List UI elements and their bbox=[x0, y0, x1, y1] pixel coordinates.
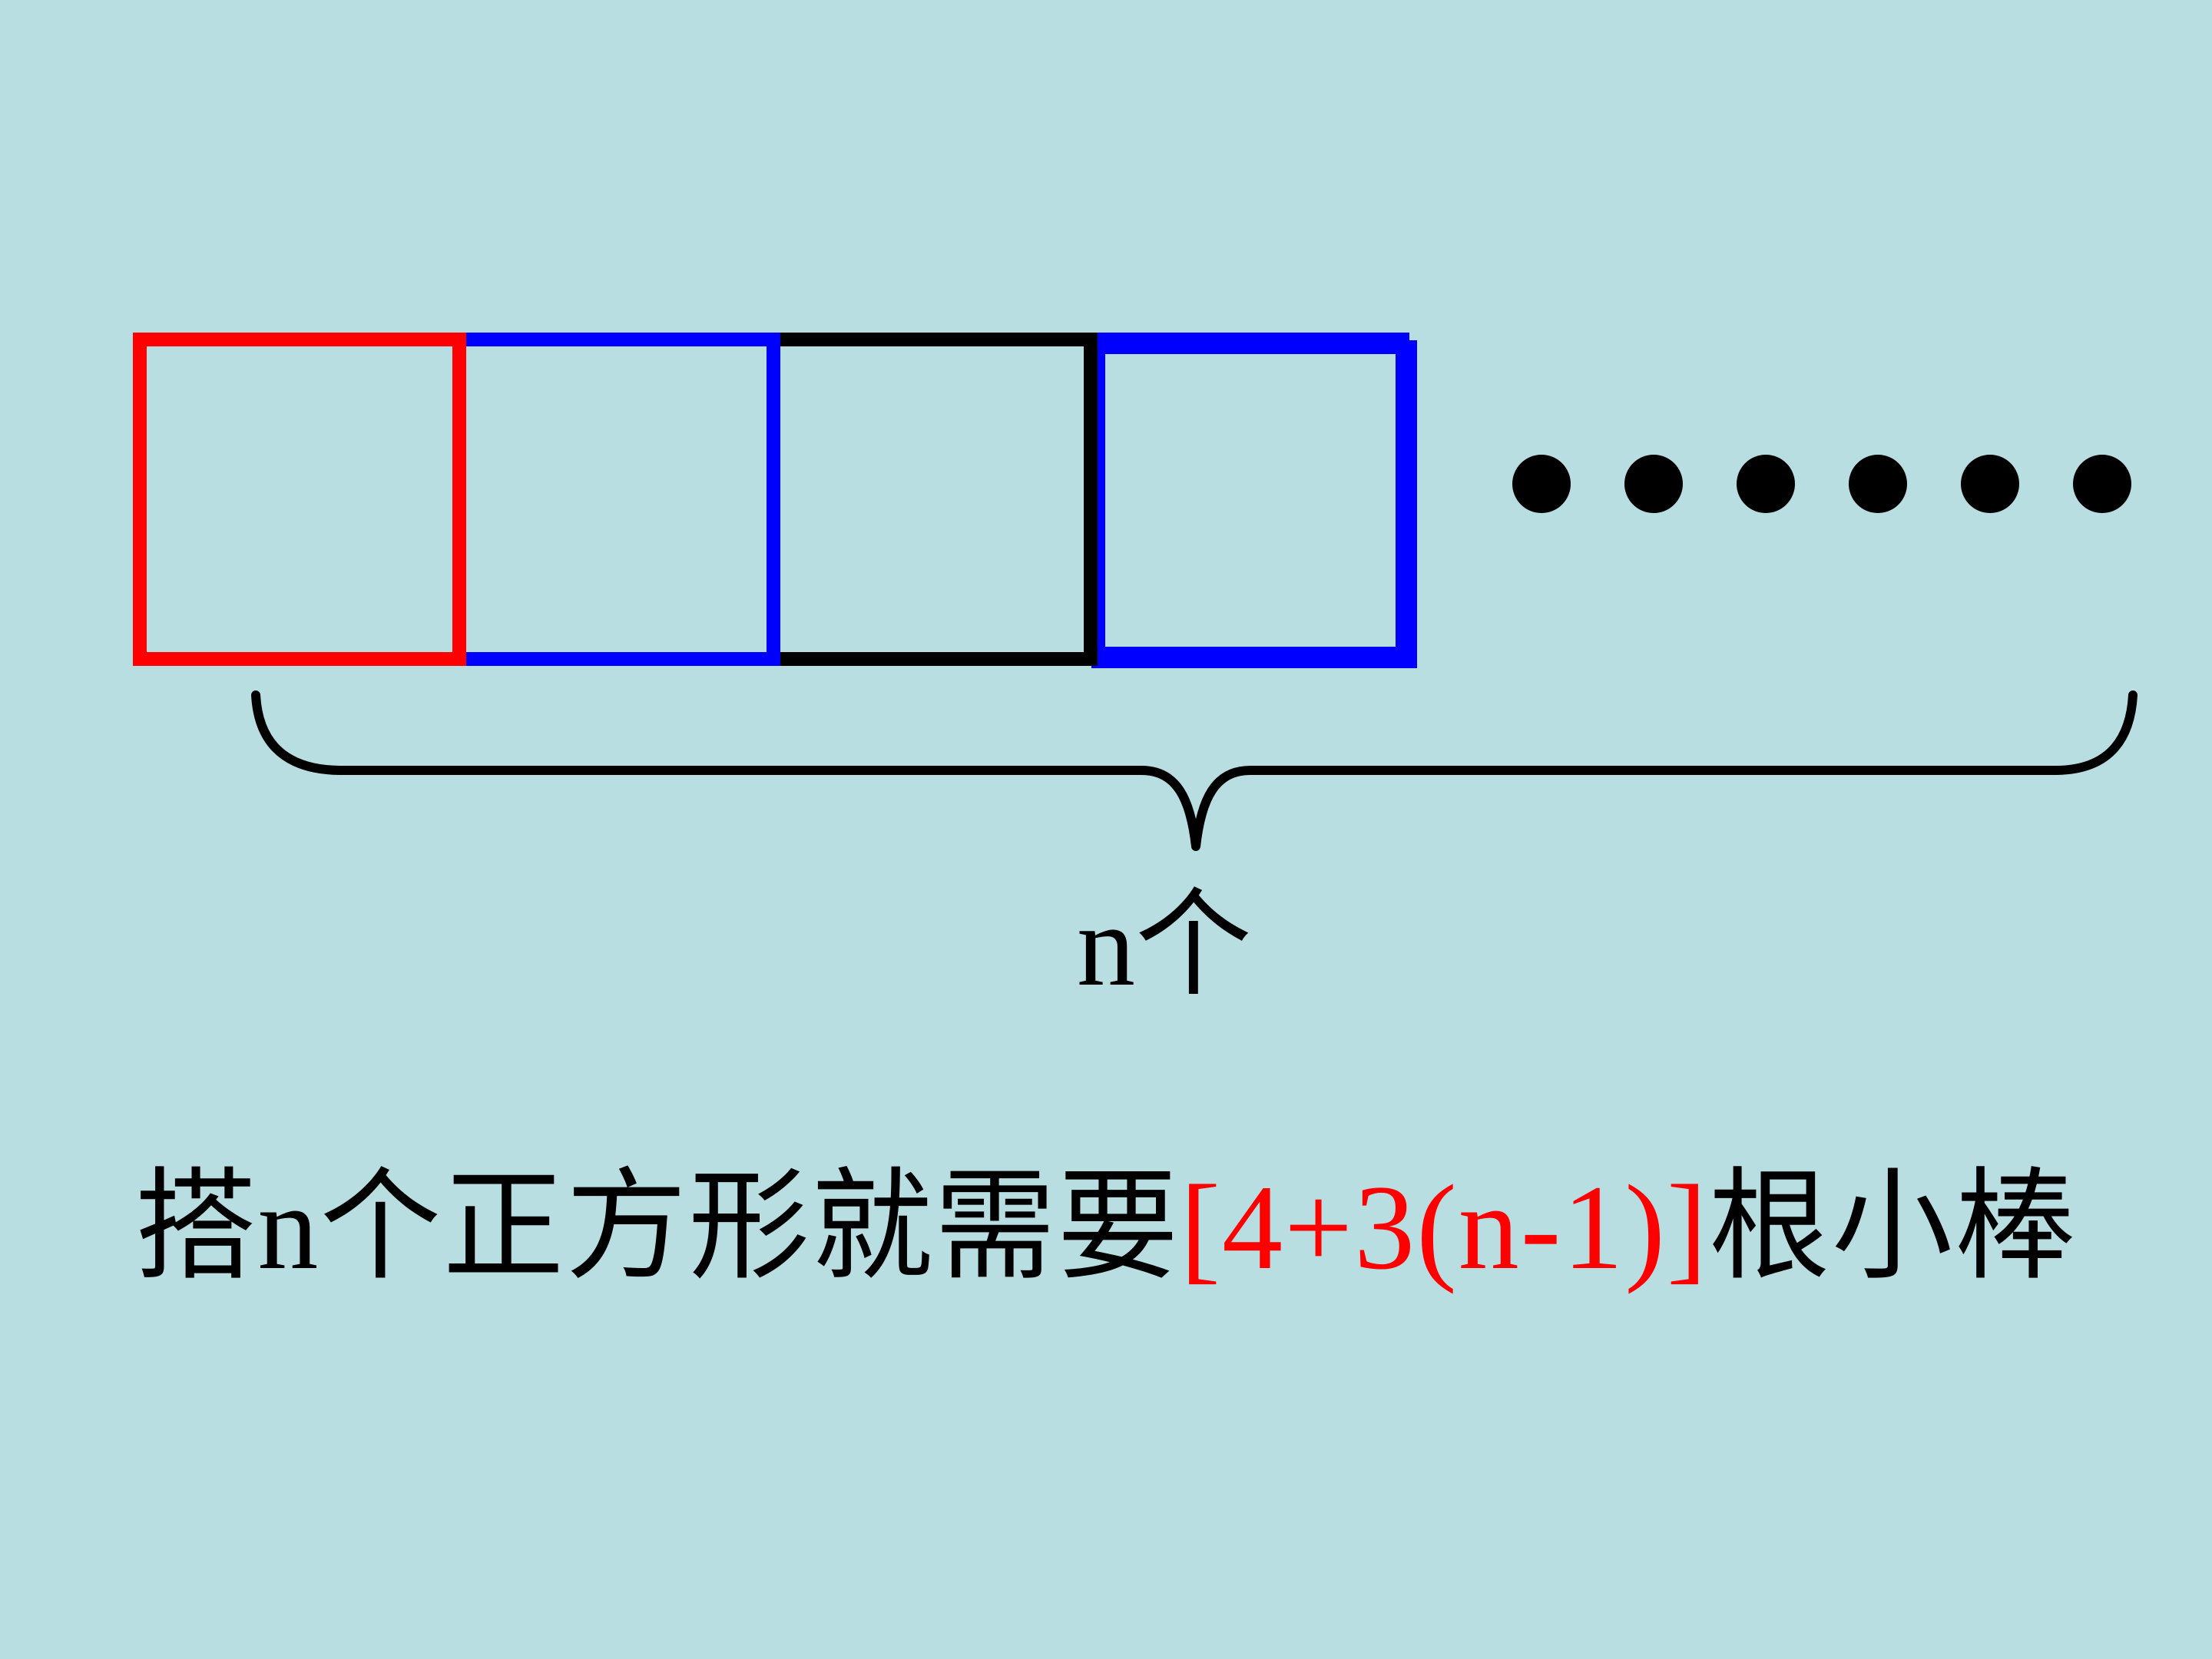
brace bbox=[251, 690, 2137, 851]
ellipsis-dot bbox=[1849, 455, 1907, 513]
brace-label: n个 bbox=[1077, 881, 1252, 1010]
square-2 bbox=[452, 333, 780, 666]
brace-path bbox=[251, 690, 2137, 851]
ellipsis-dots bbox=[1512, 455, 2131, 513]
square-1 bbox=[133, 333, 466, 666]
caption: 搭n个正方形就需要[4+3(n-1)]根小棒 bbox=[0, 1161, 2212, 1295]
square-3 bbox=[767, 333, 1098, 666]
ellipsis-dot bbox=[2073, 455, 2131, 513]
ellipsis-dot bbox=[1512, 455, 1571, 513]
caption-suffix: 根小棒 bbox=[1708, 1161, 2078, 1295]
caption-formula: [4+3(n-1)] bbox=[1180, 1161, 1709, 1295]
caption-prefix: 搭n个正方形就需要 bbox=[134, 1161, 1181, 1295]
square-4 bbox=[1084, 333, 1409, 661]
ellipsis-dot bbox=[1624, 455, 1683, 513]
ellipsis-dot bbox=[1961, 455, 2019, 513]
ellipsis-dot bbox=[1737, 455, 1795, 513]
